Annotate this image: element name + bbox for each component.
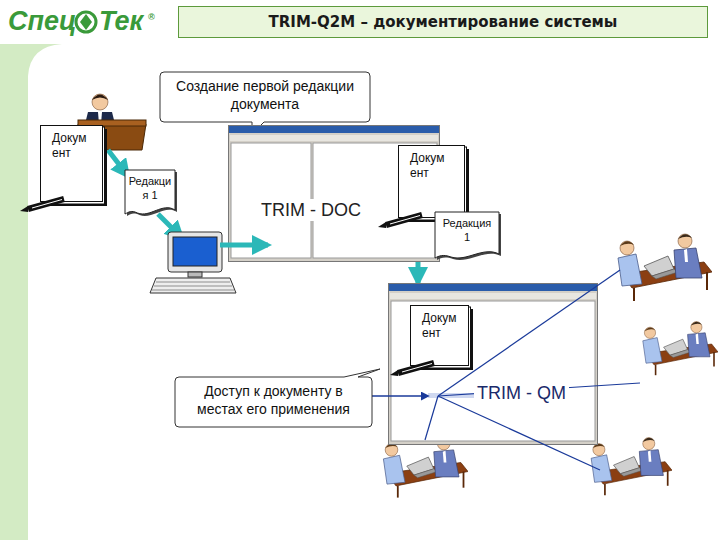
callout-box: Доступ к документу в местах его применен… (175, 377, 372, 427)
node-text: Редакция 1 (440, 216, 494, 244)
meeting-group (643, 322, 718, 376)
computer (150, 232, 236, 293)
node-text: Редакци я 1 (127, 174, 173, 202)
slide-title: TRIM-Q2M – документирование системы (269, 13, 618, 31)
meeting-group (383, 437, 468, 497)
logo-text: Спец (8, 6, 76, 37)
app-screenshot: Докум ентTRIM - QM (388, 283, 598, 445)
node-text: TRIM - QM (474, 382, 569, 404)
node-text: Создание первой редакции документа (160, 72, 370, 118)
node-text: Докум ент (422, 311, 470, 341)
node-text: Докум ент (410, 151, 458, 181)
node-text: TRIM - DOC (258, 199, 364, 221)
callout-box: Создание первой редакции документа (160, 72, 370, 122)
node-text: Доступ к документу в местах его применен… (175, 377, 372, 423)
node-text: Докум ент (52, 131, 100, 161)
meeting-group (618, 234, 712, 301)
document-icon: Докум ент (40, 125, 106, 205)
revision-tag: Редакция 1 (435, 212, 499, 260)
document-icon: Докум ент (398, 145, 468, 221)
logo-text: Тек (99, 6, 143, 37)
title-bar: TRIM-Q2M – документирование системы (178, 6, 708, 38)
flow-arrow (416, 262, 421, 283)
meeting-group (591, 438, 672, 496)
logo-icon (76, 12, 96, 32)
revision-tag: Редакци я 1 (125, 170, 175, 216)
logo-text: ® (148, 12, 155, 22)
document-icon: Докум ент (410, 305, 472, 369)
